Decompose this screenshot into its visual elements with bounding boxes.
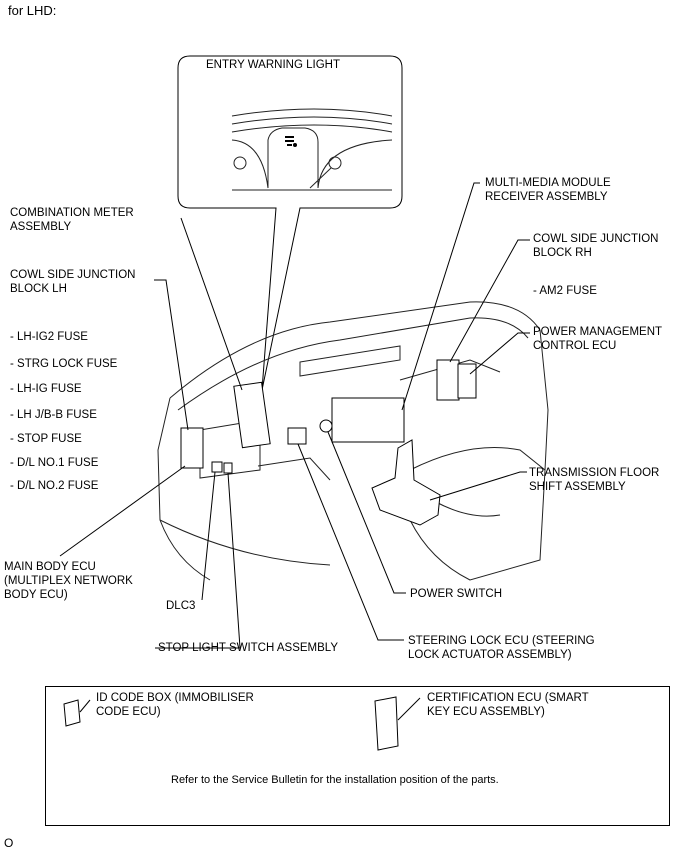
label-dlc3: DLC3: [166, 600, 196, 612]
label-certification-ecu: CERTIFICATION ECU (SMART KEY ECU ASSEMBL…: [427, 692, 589, 718]
cowl-junction-block-lh: [180, 427, 204, 469]
cowl-junction-block-rh: [436, 359, 460, 401]
label-fuse-dl1: - D/L NO.1 FUSE: [10, 457, 99, 469]
note-box: [45, 686, 670, 826]
note-text: Refer to the Service Bulletin for the in…: [171, 774, 499, 786]
label-id-code-box: ID CODE BOX (IMMOBILISER CODE ECU): [96, 692, 254, 718]
label-transmission: TRANSMISSION FLOOR SHIFT ASSEMBLY: [529, 467, 660, 493]
power-switch: [319, 419, 333, 433]
label-am2-fuse: - AM2 FUSE: [533, 285, 597, 297]
label-fuse-stop: - STOP FUSE: [10, 433, 82, 445]
label-cowl-rh: COWL SIDE JUNCTION BLOCK RH: [533, 233, 659, 259]
callout-title: ENTRY WARNING LIGHT: [206, 59, 340, 71]
certification-ecu-icon: [374, 696, 399, 751]
dashboard-drawing: [157, 301, 549, 581]
label-fuse-dl2: - D/L NO.2 FUSE: [10, 480, 99, 492]
stop-light-switch: [223, 462, 233, 474]
dlc3-connector: [211, 461, 223, 473]
transmission-shift-assembly: [371, 439, 441, 526]
id-code-box-icon: [63, 699, 81, 727]
leader-lines: [59, 182, 530, 649]
label-main-body-ecu: MAIN BODY ECU (MULTIPLEX NETWORK BODY EC…: [4, 561, 133, 601]
label-stop-light-switch: STOP LIGHT SWITCH ASSEMBLY: [158, 642, 339, 654]
label-combination-meter: COMBINATION METER ASSEMBLY: [10, 207, 134, 233]
callout-frame: [177, 55, 403, 391]
label-fuse-lh-jbb: - LH J/B-B FUSE: [10, 409, 97, 421]
label-power-management: POWER MANAGEMENT CONTROL ECU: [533, 326, 663, 352]
power-management-ecu: [457, 363, 477, 399]
entry-warning-light-cluster: [231, 108, 393, 191]
label-fuse-strg-lock: - STRG LOCK FUSE: [10, 358, 118, 370]
label-multimedia: MULTI-MEDIA MODULE RECEIVER ASSEMBLY: [485, 177, 611, 203]
steering-lock-ecu: [287, 427, 307, 445]
combination-meter: [233, 381, 271, 449]
page-heading: for LHD:: [8, 3, 57, 18]
label-fuse-lh-ig2: - LH-IG2 FUSE: [10, 331, 88, 343]
label-steering-lock: STEERING LOCK ECU (STEERING LOCK ACTUATO…: [408, 635, 595, 661]
label-cowl-lh: COWL SIDE JUNCTION BLOCK LH: [10, 269, 136, 295]
label-fuse-lh-ig: - LH-IG FUSE: [10, 383, 82, 395]
page-marker: O: [4, 836, 14, 850]
label-power-switch: POWER SWITCH: [410, 588, 502, 600]
multimedia-receiver: [331, 397, 405, 443]
